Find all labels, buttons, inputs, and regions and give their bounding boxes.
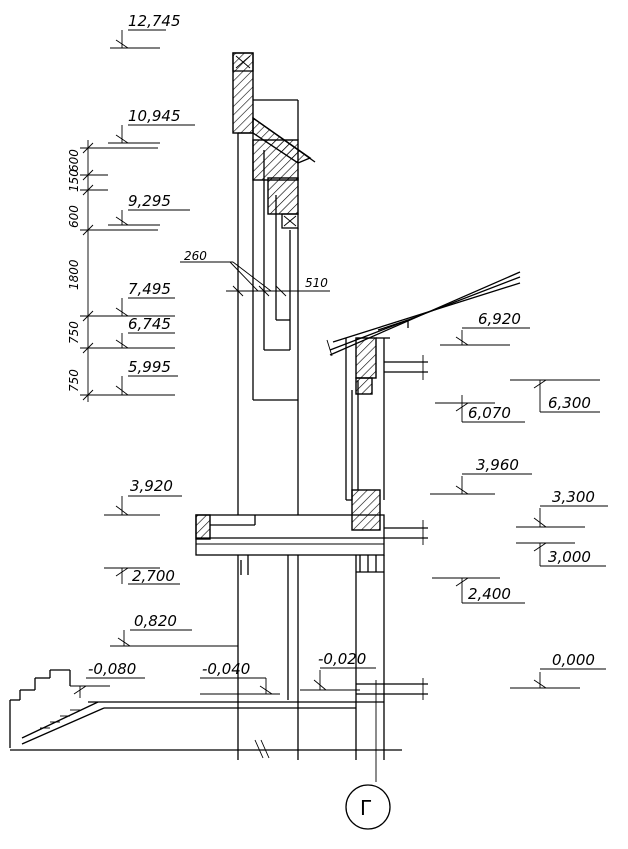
level-mark: 9,295 bbox=[108, 192, 190, 226]
dim-260: 260 bbox=[184, 249, 207, 263]
lower-structure bbox=[237, 555, 385, 760]
level-mark: 3,000 bbox=[516, 542, 606, 567]
level-mark: -0,040 bbox=[200, 660, 280, 695]
level-marks-left: 12,745 10,945 9,295 7,495 bbox=[70, 12, 376, 698]
level-label: 0,820 bbox=[134, 612, 177, 630]
level-mark: 6,920 bbox=[440, 310, 530, 346]
level-mark: -0,020 bbox=[300, 650, 376, 691]
dim-510: 510 bbox=[305, 276, 328, 290]
floor-slab bbox=[195, 514, 428, 556]
level-label: 2,700 bbox=[132, 567, 175, 585]
level-mark: 3,300 bbox=[516, 488, 608, 528]
level-label: -0,080 bbox=[88, 660, 136, 678]
level-label: 3,000 bbox=[548, 548, 591, 566]
level-label: 10,945 bbox=[128, 107, 181, 125]
level-mark: 12,745 bbox=[110, 12, 181, 49]
dim-750-bottom: 750 bbox=[67, 369, 81, 392]
level-mark: 5,995 bbox=[108, 358, 178, 396]
level-label: -0,020 bbox=[318, 650, 366, 668]
level-label: -0,040 bbox=[202, 660, 250, 678]
main-wall bbox=[232, 52, 316, 515]
level-label: 6,920 bbox=[478, 310, 521, 328]
axis-label: Г bbox=[360, 796, 372, 820]
level-mark: 0,000 bbox=[510, 651, 606, 689]
level-label: 3,960 bbox=[476, 456, 519, 474]
grid-axis bbox=[345, 680, 391, 830]
level-label: 6,070 bbox=[468, 404, 511, 422]
level-label: 0,000 bbox=[552, 651, 595, 669]
dim-750-top: 750 bbox=[67, 321, 81, 344]
dim-150: 150 bbox=[67, 169, 81, 192]
annex-structure bbox=[326, 271, 521, 531]
level-mark: 6,745 bbox=[108, 315, 175, 349]
level-mark: 6,070 bbox=[435, 395, 525, 423]
dim-600-bottom: 600 bbox=[67, 205, 81, 228]
ground-floor bbox=[9, 669, 428, 759]
level-mark: 0,820 bbox=[110, 612, 238, 647]
level-label: 2,400 bbox=[468, 585, 511, 603]
level-label: 6,300 bbox=[548, 394, 591, 412]
level-label: 6,745 bbox=[128, 315, 171, 333]
level-label: 5,995 bbox=[128, 358, 171, 376]
level-mark: 6,300 bbox=[510, 379, 600, 413]
level-label: 9,295 bbox=[128, 192, 171, 210]
level-mark: 2,700 bbox=[104, 567, 180, 585]
level-mark: 2,400 bbox=[432, 577, 525, 604]
level-mark: 7,495 bbox=[108, 280, 175, 317]
level-marks-right: 6,920 6,300 6,070 3,960 bbox=[430, 310, 608, 689]
level-label: 3,920 bbox=[130, 477, 173, 495]
level-mark: 3,960 bbox=[430, 456, 532, 495]
level-mark: 10,945 bbox=[108, 107, 195, 144]
wall-thickness-dims bbox=[180, 261, 330, 297]
level-label: 3,300 bbox=[552, 488, 595, 506]
level-label: 12,745 bbox=[128, 12, 181, 30]
level-mark: -0,080 bbox=[70, 660, 145, 698]
level-mark: 3,920 bbox=[104, 477, 182, 516]
dim-600-top: 600 bbox=[67, 149, 81, 172]
level-label: 7,495 bbox=[128, 280, 171, 298]
dim-1800: 1800 bbox=[67, 259, 81, 290]
